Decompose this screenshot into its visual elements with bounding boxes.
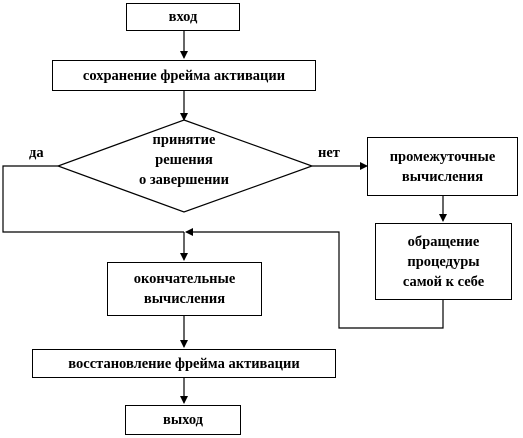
yes-label: да: [29, 145, 44, 161]
intermediate-line-2: вычисления: [401, 168, 484, 185]
save-frame-node: сохранение фрейма активации: [52, 60, 316, 91]
enter-label: вход: [168, 9, 198, 25]
exit-node: выход: [125, 405, 241, 435]
decision-line-2: решения: [155, 152, 213, 168]
decision-text: принятие решения о завершении: [110, 130, 258, 190]
restore-frame-node: восстановление фрейма активации: [32, 349, 336, 378]
decision-line-3: о завершении: [138, 172, 230, 188]
exit-label: выход: [162, 412, 204, 428]
edge-call-back: [185, 228, 444, 329]
final-calc-line-1: окончательные: [133, 271, 236, 287]
recursive-call-node: обращение процедуры самой к себе: [375, 223, 512, 300]
restore-frame-label: восстановление фрейма активации: [68, 355, 300, 372]
no-label: нет: [318, 145, 340, 161]
decision-line-1: принятие: [152, 132, 216, 148]
save-frame-label: сохранение фрейма активации: [82, 67, 286, 84]
intermediate-line-1: промежуточные: [389, 148, 496, 165]
enter-node: вход: [126, 3, 240, 31]
recursive-call-line-3: самой к себе: [402, 273, 485, 290]
final-calc-line-2: вычисления: [143, 291, 226, 307]
recursive-call-line-2: процедуры: [407, 253, 480, 270]
decision-diamond: [56, 119, 314, 213]
intermediate-node: промежуточные вычисления: [367, 137, 518, 196]
recursive-call-line-1: обращение: [407, 233, 480, 250]
edge-decision-yes: [2, 165, 184, 233]
final-calc-node: окончательные вычисления: [107, 262, 262, 316]
